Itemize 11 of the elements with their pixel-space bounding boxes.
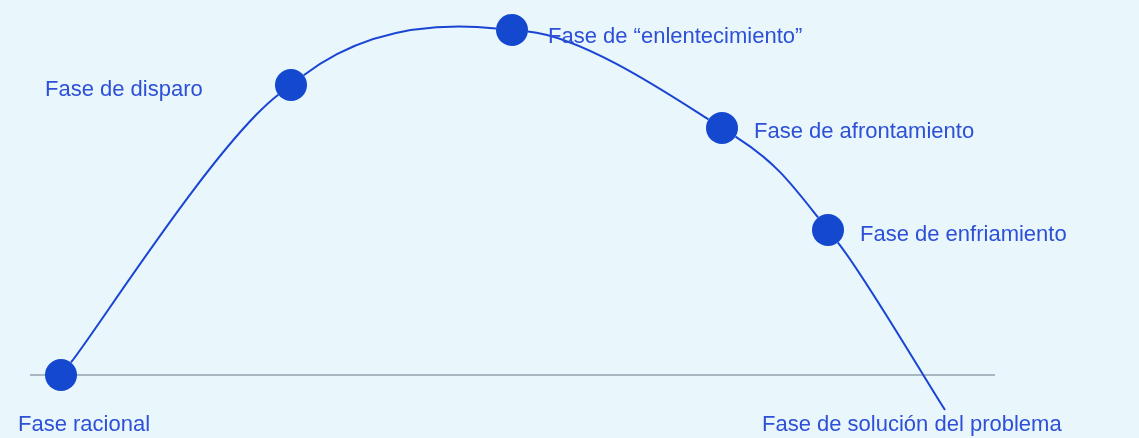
phase-label: Fase de afrontamiento	[754, 118, 975, 144]
phase-label: Fase de “enlentecimiento”	[548, 23, 803, 49]
phase-label: Fase de enfriamiento	[860, 221, 1067, 247]
phase-label: Fase racional	[18, 411, 151, 437]
curve-segment	[69, 93, 280, 364]
curve-segment	[302, 25, 498, 77]
curve-segment	[734, 135, 820, 219]
curve-segment	[836, 241, 946, 411]
curve-segment	[526, 30, 710, 121]
phase-label: Fase de disparo	[45, 76, 203, 102]
phase-label: Fase de solución del problema	[762, 411, 1062, 437]
